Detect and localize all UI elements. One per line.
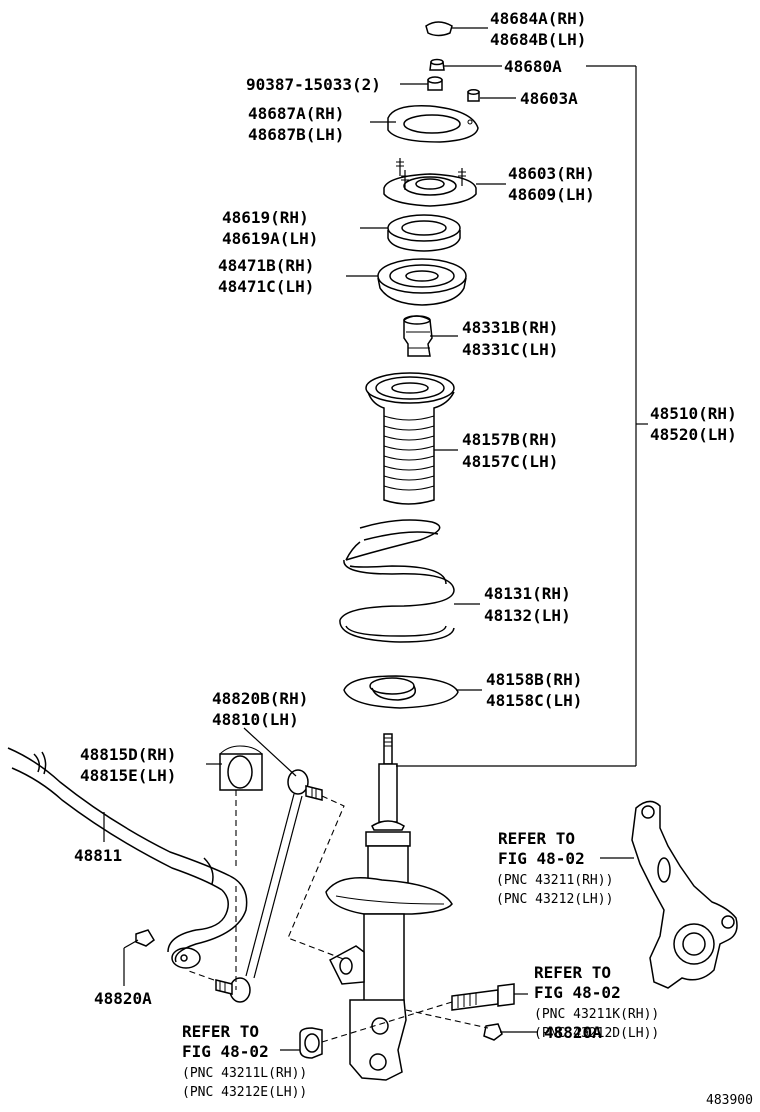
label-48680a: 48680A	[504, 57, 562, 76]
stabilizer-bushing-part	[219, 745, 263, 791]
ref-bolt-line2: FIG 48-02	[534, 983, 621, 1002]
shock-absorber-part	[325, 733, 453, 1081]
bearing-part	[387, 214, 461, 252]
label-48820a-left: 48820A	[94, 989, 152, 1008]
ref-bolt-line1: REFER TO	[534, 963, 611, 982]
label-48471c-lh: 48471C(LH)	[218, 277, 314, 296]
ref-knuckle-pnc-lh: (PNC 43212(LH))	[496, 892, 613, 907]
label-48157c-lh: 48157C(LH)	[462, 452, 558, 471]
upper-spring-seat-part	[377, 258, 467, 306]
label-48603-rh: 48603(RH)	[508, 164, 595, 183]
label-48603a: 48603A	[520, 89, 578, 108]
label-48158c-lh: 48158C(LH)	[486, 691, 582, 710]
label-48820a-right: 48820A	[544, 1023, 602, 1042]
label-48131-rh: 48131(RH)	[484, 584, 571, 603]
label-48810-lh: 48810(LH)	[212, 710, 299, 729]
ref-nut-line2: FIG 48-02	[182, 1042, 269, 1061]
label-48157b-rh: 48157B(RH)	[462, 430, 558, 449]
steering-knuckle-part	[631, 800, 738, 989]
label-48684a-rh: 48684A(RH)	[490, 9, 586, 28]
stabilizer-nut-part	[135, 929, 155, 947]
lower-insulator-part	[343, 675, 459, 709]
strut-nut-part	[299, 1027, 323, 1059]
ref-bolt-pnc-rh: (PNC 43211K(RH))	[534, 1007, 659, 1022]
mount-nut-part	[467, 89, 480, 102]
ref-nut-pnc-rh: (PNC 43211L(RH))	[182, 1066, 307, 1081]
label-48158b-rh: 48158B(RH)	[486, 670, 582, 689]
ref-bolt-pnc-lh: (PNC 43212D(LH))	[534, 1026, 659, 1041]
label-48687a-rh: 48687A(RH)	[248, 104, 344, 123]
label-48619-rh: 48619(RH)	[222, 208, 309, 227]
stabilizer-link-part	[215, 769, 323, 1003]
stabilizer-bar-part	[7, 747, 248, 969]
label-48609-lh: 48609(LH)	[508, 185, 595, 204]
strut-mount-part	[383, 158, 477, 207]
ref-knuckle-line2: FIG 48-02	[498, 849, 585, 868]
figure-number: 483900	[706, 1093, 753, 1108]
lower-nut-part	[483, 1023, 503, 1041]
leader-lines	[103, 27, 648, 1051]
label-48331b-rh: 48331B(RH)	[462, 318, 558, 337]
label-48820b-rh: 48820B(RH)	[212, 689, 308, 708]
ref-knuckle-pnc-rh: (PNC 43211(RH))	[496, 873, 613, 888]
label-48331c-lh: 48331C(LH)	[462, 340, 558, 359]
strut-bolt-part	[451, 983, 515, 1011]
label-48811: 48811	[74, 846, 122, 865]
label-48520-lh: 48520(LH)	[650, 425, 737, 444]
ref-nut-line1: REFER TO	[182, 1022, 259, 1041]
dust-boot-part	[365, 372, 455, 505]
coil-spring-part	[339, 519, 455, 643]
ref-nut-pnc-lh: (PNC 43212E(LH))	[182, 1085, 307, 1100]
label-48132-lh: 48132(LH)	[484, 606, 571, 625]
label-48815d-rh: 48815D(RH)	[80, 745, 176, 764]
ref-knuckle-line1: REFER TO	[498, 829, 575, 848]
label-48471b-rh: 48471B(RH)	[218, 256, 314, 275]
label-48684b-lh: 48684B(LH)	[490, 30, 586, 49]
label-48687b-lh: 48687B(LH)	[248, 125, 344, 144]
bushing-part	[427, 76, 443, 91]
label-48619a-lh: 48619A(LH)	[222, 229, 318, 248]
label-48815e-lh: 48815E(LH)	[80, 766, 176, 785]
label-48510-rh: 48510(RH)	[650, 404, 737, 423]
bump-stopper-part	[403, 315, 433, 357]
top-nut-part	[429, 58, 445, 71]
assembly-dashed-lines	[185, 790, 489, 1043]
cap-part	[425, 21, 453, 37]
label-90387-15033: 90387-15033(2)	[246, 75, 381, 94]
mount-plate-part	[387, 105, 479, 143]
